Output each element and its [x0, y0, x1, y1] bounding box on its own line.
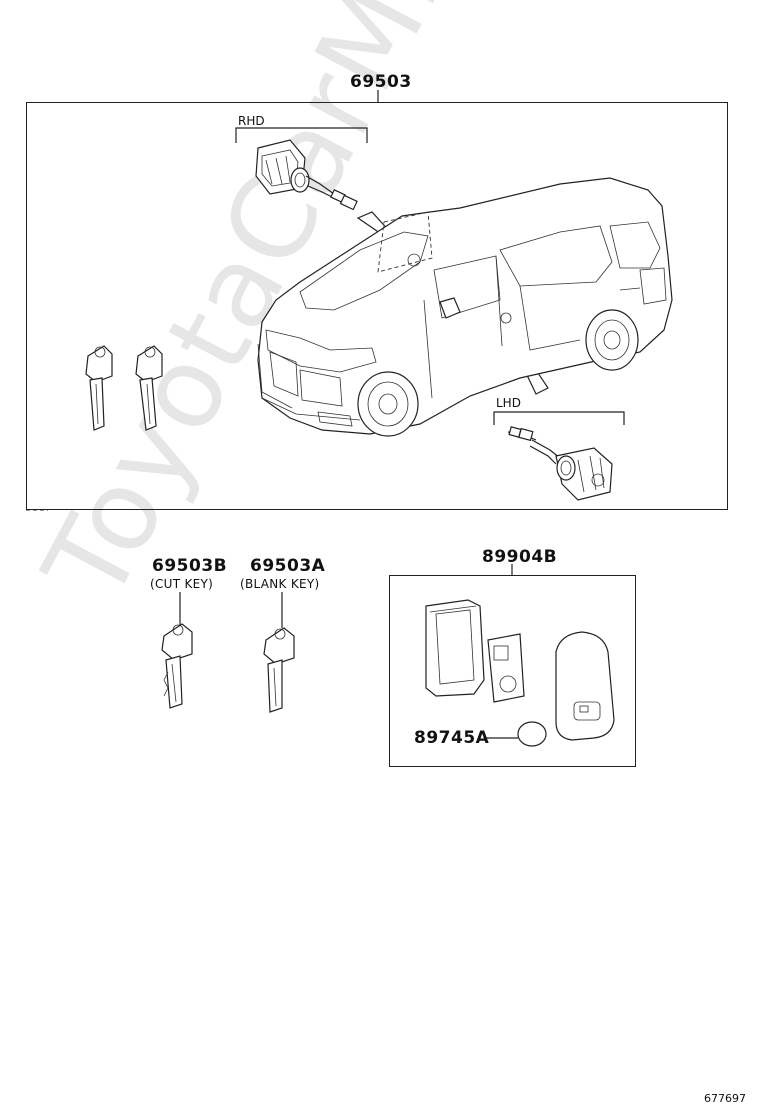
remote-shell-drawing: [555, 631, 615, 741]
cut-key-description: (CUT KEY): [150, 577, 214, 591]
key-pair-main: [85, 345, 163, 431]
remote-case-frame-drawing: [425, 599, 485, 697]
rhd-bracket: [235, 127, 368, 143]
rhd-label: RHD: [238, 114, 265, 128]
rhd-dashed-area: [377, 211, 433, 273]
part-number-69503: 69503: [350, 72, 412, 92]
vehicle-drawing: [257, 177, 673, 437]
rhd-keyhole: [407, 253, 421, 267]
part-number-89745a: 89745A: [414, 728, 490, 748]
battery-drawing: [517, 721, 547, 747]
lhd-bracket: [493, 411, 625, 425]
part-number-89904b: 89904B: [482, 547, 558, 567]
lhd-lock-cylinder: [507, 426, 613, 501]
blank-key-description: (BLANK KEY): [240, 577, 320, 591]
main-kit-frame: [26, 102, 728, 510]
figure-id: 677697: [704, 1092, 746, 1105]
rhd-lock-cylinder: [255, 139, 358, 211]
part-number-69503b: 69503B: [152, 556, 228, 576]
circuit-board-drawing: [487, 633, 525, 703]
blank-key-drawing: [263, 627, 295, 713]
lhd-label: LHD: [496, 396, 521, 410]
remote-kit-frame: [389, 575, 636, 767]
lhd-keyhole: [500, 312, 512, 324]
part-number-69503a: 69503A: [250, 556, 326, 576]
cut-key-drawing: [161, 623, 193, 709]
